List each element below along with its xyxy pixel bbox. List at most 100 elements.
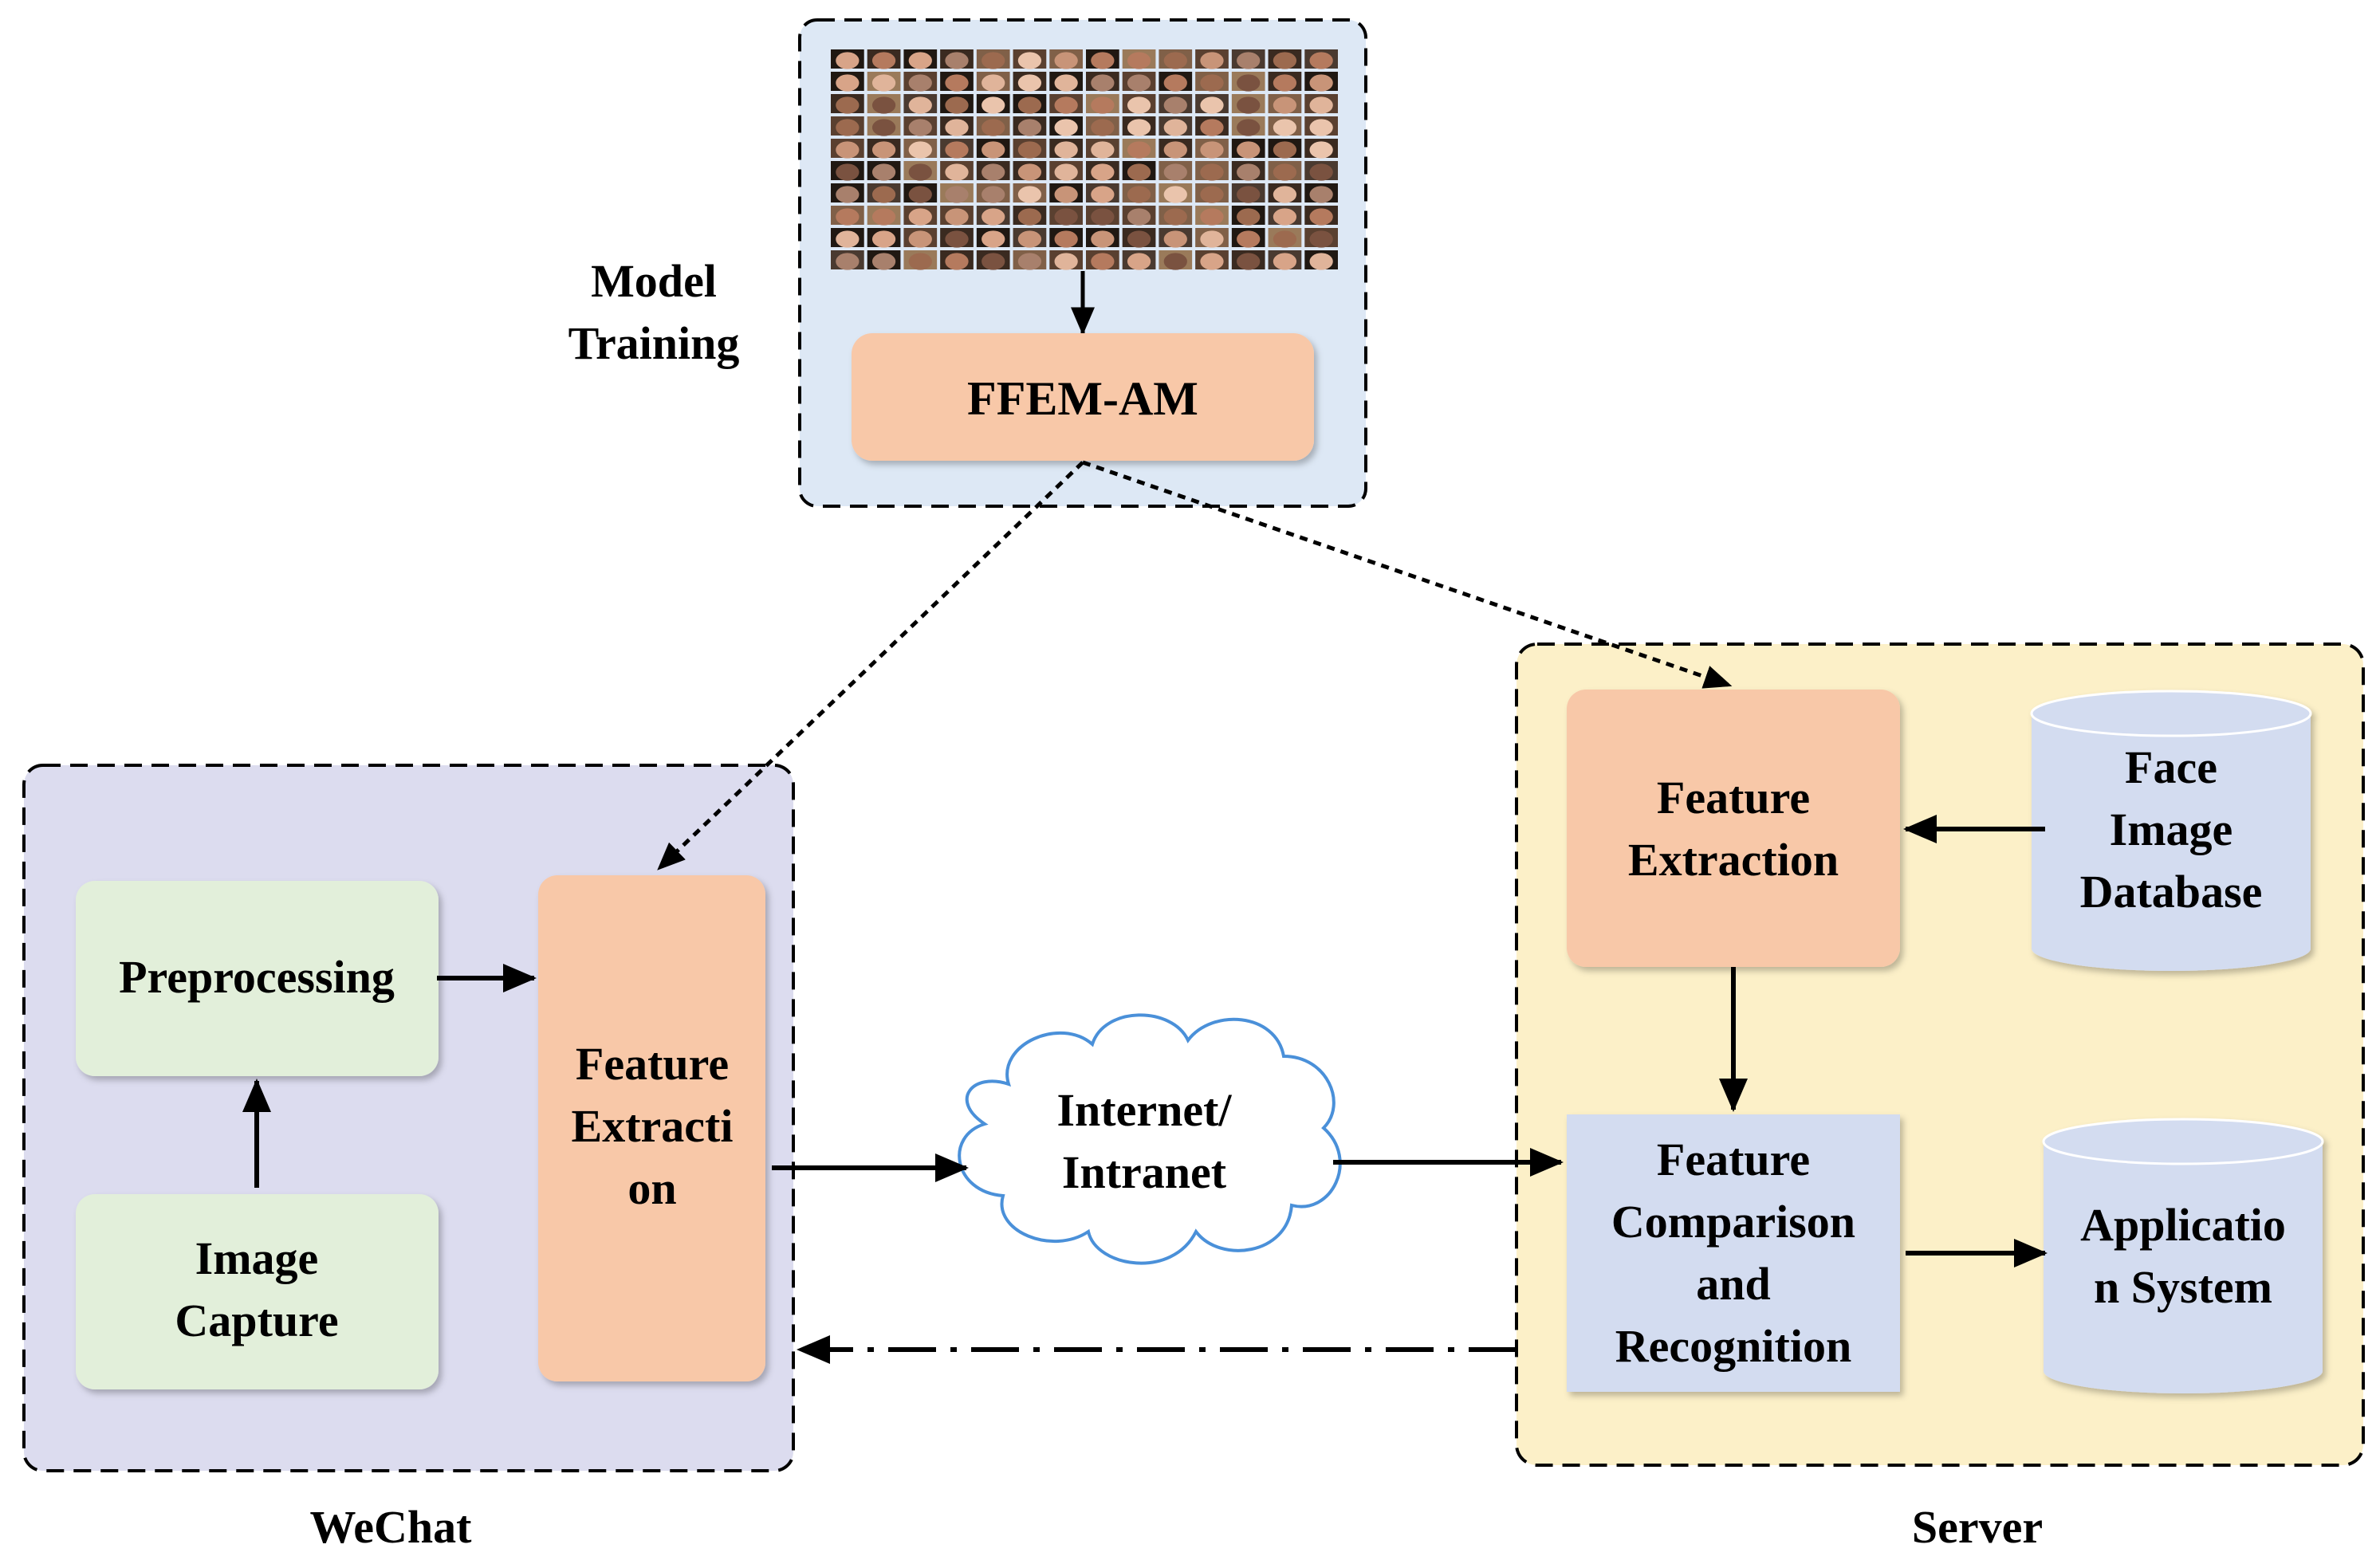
face-thumbnail-face [1309,96,1333,114]
face-thumbnail-face [1017,230,1042,248]
face-thumbnail-face [1237,208,1261,226]
face-thumbnail-face [1273,141,1297,159]
face-image-database [2030,690,2312,971]
face-thumbnail-face [1054,141,1078,159]
face-thumbnail-face [1054,96,1078,114]
face-thumbnail-face [945,163,969,181]
face-thumbnail-face [1091,186,1115,203]
face-thumbnail-face [982,52,1005,69]
face-thumbnail-face [836,52,860,69]
face-thumbnail-face [1200,230,1224,248]
face-thumbnail-face [1127,141,1151,159]
face-thumbnail-face [982,141,1005,159]
face-thumbnail-face [871,119,896,136]
ffem-am-box [852,333,1314,461]
face-thumbnail-face [1017,119,1042,136]
app-system-label-2: n System [2094,1261,2272,1313]
face-thumbnail-face [1200,253,1224,270]
face-thumbnail-face [1163,230,1187,248]
face-thumbnail-face [1309,163,1333,181]
face-thumbnail-face [1163,186,1187,203]
model-training-label-1: Model [591,255,717,307]
face-thumbnail-face [836,163,860,181]
face-thumbnail-face [1163,163,1187,181]
face-thumbnail-face [908,208,932,226]
face-thumbnail-face [871,141,896,159]
face-thumbnail-face [908,163,932,181]
face-thumbnail-face [1273,163,1297,181]
model-training-label-2: Training [568,317,740,369]
image-capture-label-2: Capture [175,1295,338,1346]
app-system-label-1: Applicatio [2080,1199,2286,1251]
face-thumbnail-face [1163,96,1187,114]
face-thumbnail-face [1163,119,1187,136]
face-thumbnail-face [1054,208,1078,226]
server-feature-extraction-box [1567,690,1900,967]
face-thumbnail-face [1273,230,1297,248]
face-thumbnail-face [982,186,1005,203]
face-thumbnail-face [1237,230,1261,248]
network-label-2: Intranet [1062,1146,1227,1198]
face-thumbnail-face [945,230,969,248]
face-thumbnail-face [1237,253,1261,270]
face-thumbnail-face [1054,253,1078,270]
face-thumbnail-face [836,230,860,248]
face-thumbnail-face [1091,208,1115,226]
ffem-am-label: FFEM-AM [967,372,1198,425]
face-thumbnail-face [982,96,1005,114]
face-thumbnail-face [1091,141,1115,159]
face-thumbnail-face [982,74,1005,92]
wechat-group-label: WeChat [310,1501,473,1553]
face-thumbnail-face [871,253,896,270]
face-thumbnail-face [1017,186,1042,203]
face-thumbnail-face [1017,253,1042,270]
face-thumbnail-face [1237,141,1261,159]
comparison-label-4: Recognition [1615,1320,1851,1372]
face-thumbnail-face [1091,230,1115,248]
face-thumbnail-face [1127,230,1151,248]
face-thumbnail-face [871,208,896,226]
wechat-feature-extraction-box [538,875,765,1381]
face-db-label-3: Database [2080,866,2263,918]
face-thumbnail-face [1200,119,1224,136]
face-thumbnail-face [871,52,896,69]
face-thumbnail-face [1127,253,1151,270]
face-thumbnail-face [1163,141,1187,159]
face-thumbnail-face [982,230,1005,248]
face-thumbnail-face [1237,163,1261,181]
face-thumbnail-face [1200,141,1224,159]
face-thumbnail-face [1054,186,1078,203]
comparison-label-3: and [1696,1258,1771,1310]
network-label-1: Internet/ [1056,1084,1232,1136]
face-thumbnail-face [836,253,860,270]
face-thumbnail-face [1091,52,1115,69]
face-thumbnail-face [1091,96,1115,114]
face-thumbnail-face [1200,52,1224,69]
face-thumbnail-face [1127,96,1151,114]
face-thumbnail-face [908,141,932,159]
face-thumbnail-face [945,74,969,92]
face-thumbnail-face [1127,74,1151,92]
face-thumbnail-face [1200,74,1224,92]
preprocessing-box [76,881,439,1076]
face-thumbnail-face [1091,163,1115,181]
face-thumbnail-face [1273,186,1297,203]
application-system [2042,1118,2324,1393]
face-thumbnail-face [1273,119,1297,136]
face-thumbnail-face [1127,186,1151,203]
image-capture-box [76,1194,439,1389]
face-thumbnail-face [1017,163,1042,181]
face-thumbnail-face [1237,74,1261,92]
face-thumbnail-face [908,186,932,203]
face-thumbnail-face [945,253,969,270]
face-thumbnail-face [908,119,932,136]
face-thumbnail-face [945,186,969,203]
face-thumbnail-face [836,74,860,92]
face-dataset-grid [831,49,1338,270]
face-thumbnail-face [836,208,860,226]
face-thumbnail-face [1309,186,1333,203]
face-thumbnail-face [871,186,896,203]
face-db-label-2: Image [2110,804,2233,855]
face-thumbnail-face [982,163,1005,181]
